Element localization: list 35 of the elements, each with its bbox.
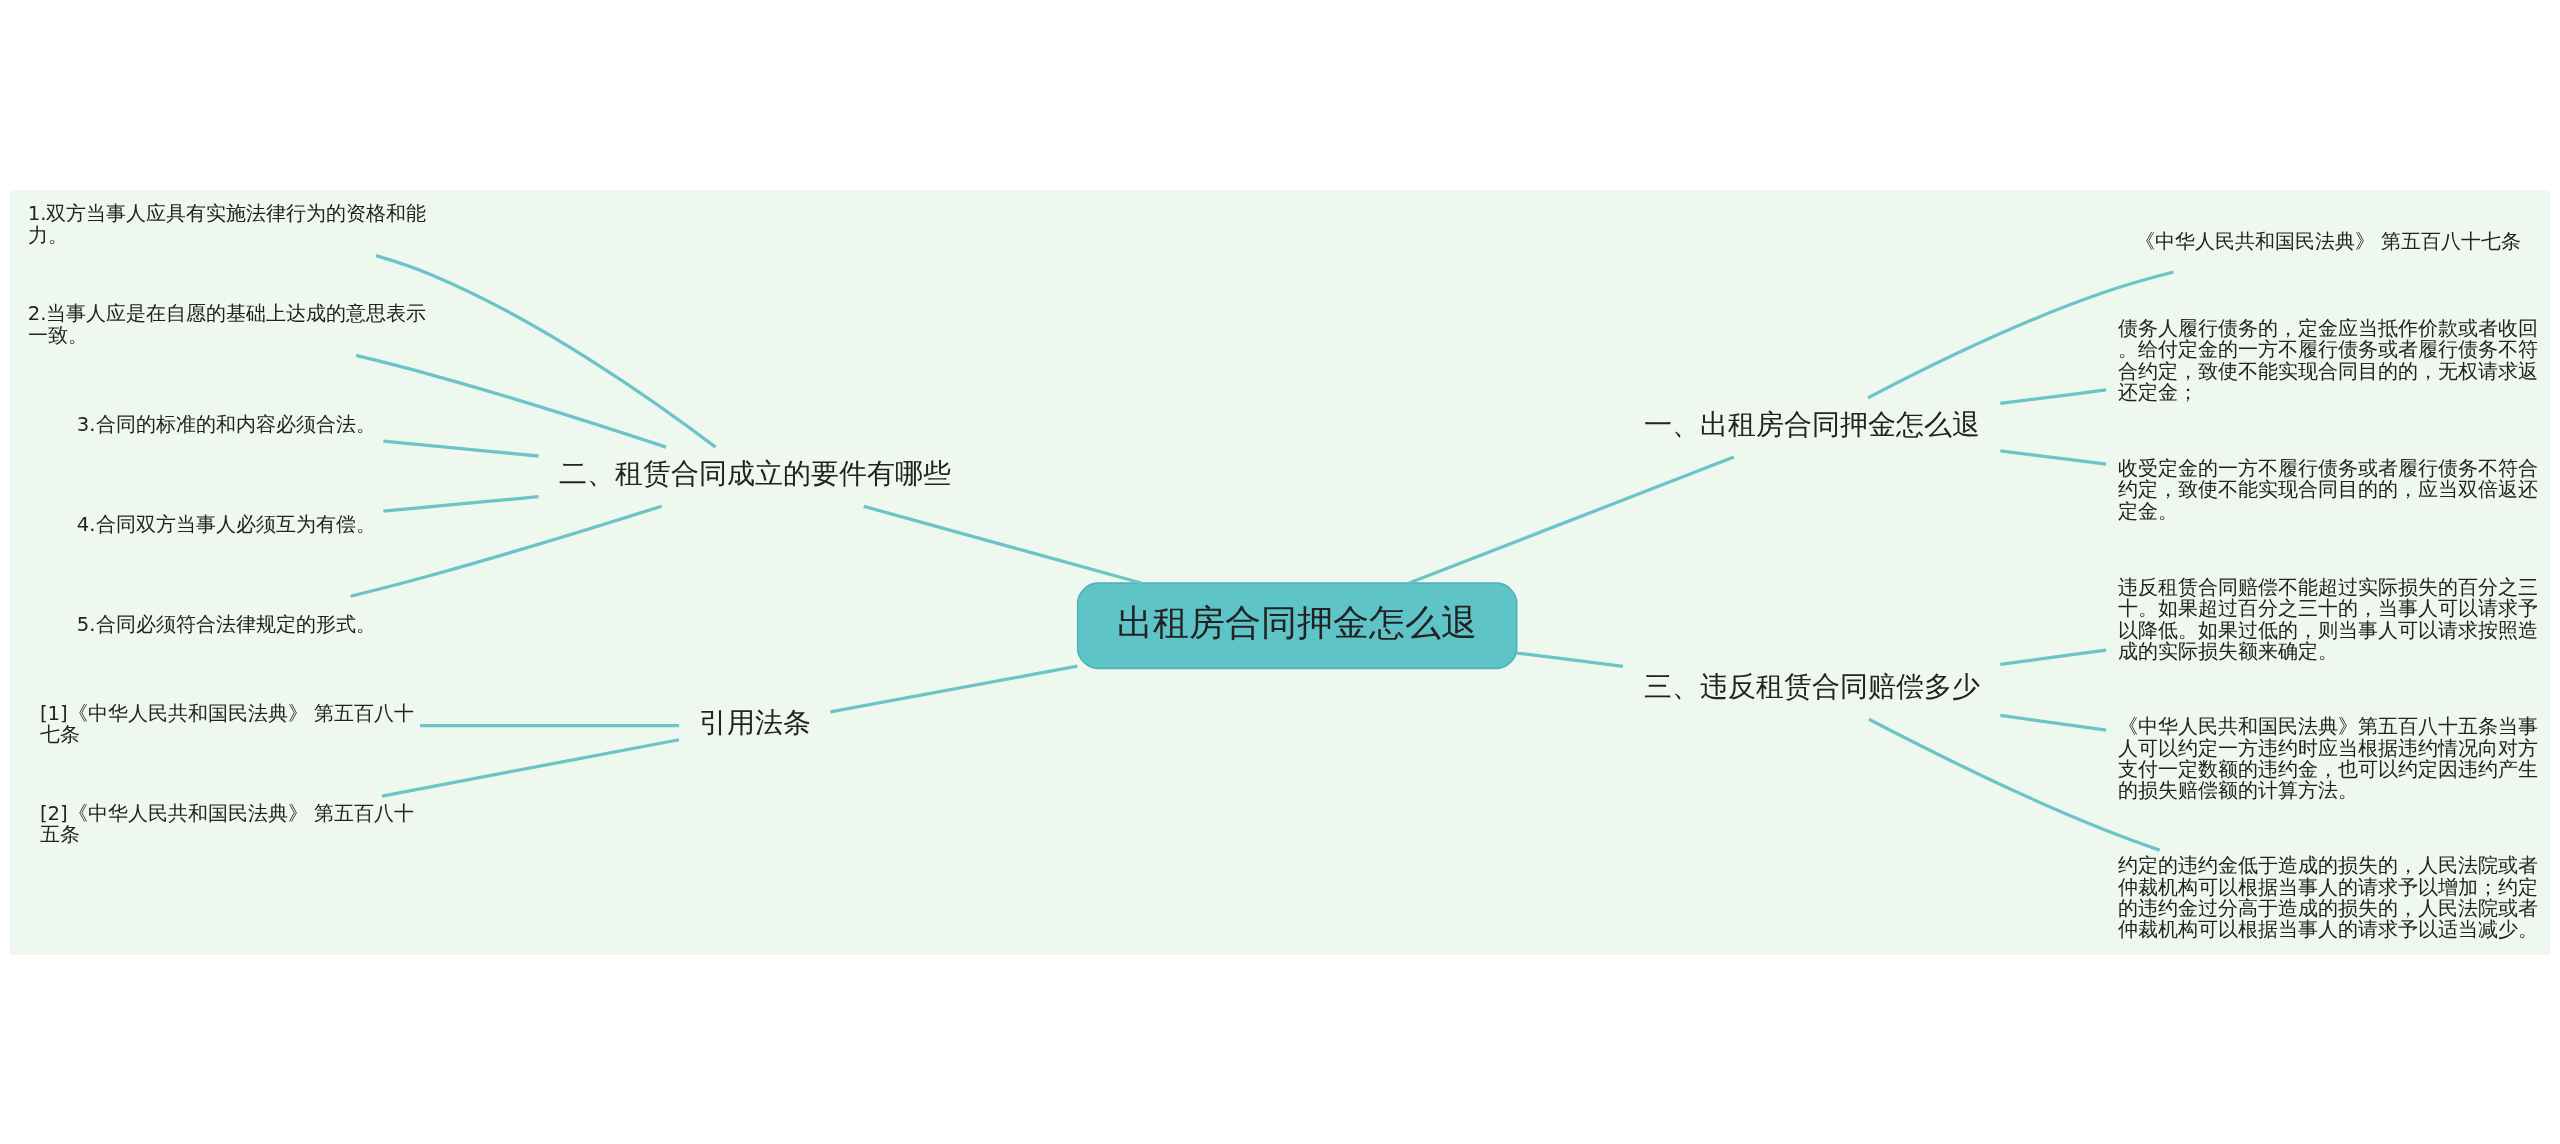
node-text: 收受定金的一方不履行债务或者履行债务不符合约定，致使不能实现合同目的的，应当双倍返还定金。: [2117, 456, 2538, 523]
node-text: 《中华人民共和国民法典》 第五百八十七条: [2135, 229, 2522, 252]
node-text: 引用法条: [698, 705, 811, 739]
node-text: 4.合同双方当事人必须互为有偿。: [76, 512, 376, 536]
node-box: 出租房合同押金怎么退: [1076, 581, 1518, 669]
node-text: [2]《中华人民共和国民法典》 第五百八十五条: [39, 801, 415, 846]
node-text: 三、违反租赁合同赔偿多少: [1643, 669, 1980, 703]
connector: [355, 353, 667, 449]
node-text: 5.合同必须符合法律规定的形式。: [76, 612, 376, 636]
connector: [1867, 269, 2174, 399]
connector: [2000, 648, 2107, 666]
connector: [1516, 650, 1624, 668]
connector: [2000, 713, 2107, 732]
connector: [381, 737, 680, 798]
connector: [420, 723, 680, 727]
node-text: 3.合同的标准的和内容必须合法。: [76, 412, 376, 436]
connector: [830, 664, 1078, 714]
connector: [1408, 455, 1735, 584]
node-text: 二、租赁合同成立的要件有哪些: [558, 456, 951, 490]
node-text: 债务人履行债务的，定金应当抵作价款或者收回。给付定金的一方不履行债务或者履行债务不符合约定，致使不能实现合同目的的，无权请求返还定金；: [2117, 316, 2538, 404]
connector: [863, 504, 1142, 585]
connector: [350, 504, 663, 598]
connector: [1868, 717, 2161, 852]
connector: [383, 438, 539, 458]
connector: [2000, 448, 2107, 466]
node-text: 1.双方当事人应具有实施法律行为的资格和能力。: [27, 201, 427, 247]
node-text: 一、出租房合同押金怎么退: [1643, 407, 1980, 441]
node-text: [1]《中华人民共和国民法典》 第五百八十七条: [39, 701, 415, 746]
node-text: 《中华人民共和国民法典》第五百八十五条当事人可以约定一方违约时应当根据违约情况向对方支付一定数额的违约金，也可以约定因违约产生的损失赔偿额的计算方法。: [2117, 714, 2538, 802]
connector: [2000, 387, 2107, 405]
connector: [383, 494, 539, 513]
connector: [375, 253, 717, 448]
node-text: 违反租赁合同赔偿不能超过实际损失的百分之三十。如果超过百分之三十的，当事人可以请求予以降低。如果过低的，则当事人可以请求按照造成的实际损失额来确定。: [2117, 575, 2538, 663]
node-text: 约定的违约金低于造成的损失的，人民法院或者仲裁机构可以根据当事人的请求予以增加；约定的违约金过分高于造成的损失的，人民法院或者仲裁机构可以根据当事人的请求予以适当减少。: [2117, 853, 2538, 941]
node-text: 2.当事人应是在自愿的基础上达成的意思表示一致。: [27, 301, 427, 347]
